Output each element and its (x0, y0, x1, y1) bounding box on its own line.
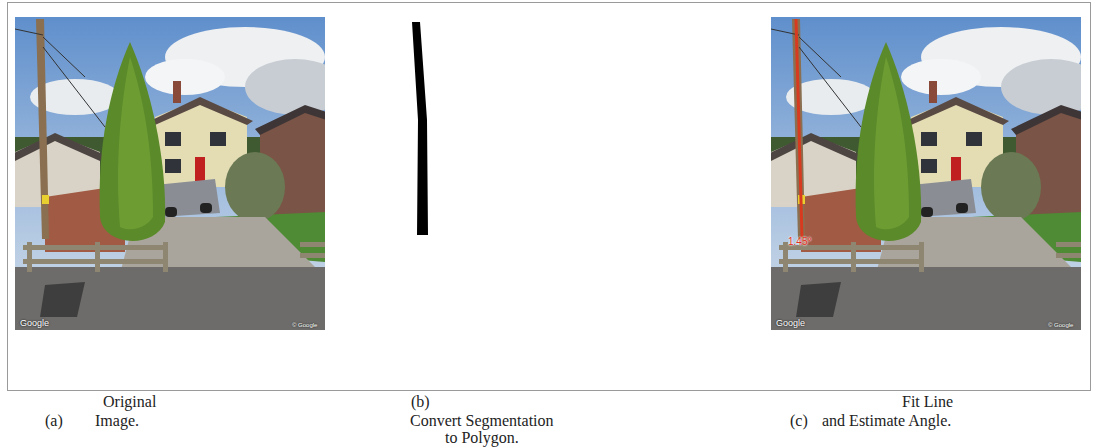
subfigure-tag: (c) (790, 413, 808, 429)
pole-polygon (412, 22, 428, 235)
caption-text: Image. (95, 413, 139, 429)
subfigure-tag: (b) (411, 394, 430, 410)
street-photo (766, 17, 1097, 330)
caption-text: and Estimate Angle. (822, 413, 951, 429)
street-photo (10, 17, 345, 330)
watermark: Google (776, 318, 805, 329)
angle-label: 1.45° (788, 236, 811, 248)
watermark: © Google (1048, 322, 1073, 329)
caption-text: Fit Line (902, 394, 953, 410)
caption-text: Original (103, 394, 156, 410)
caption-text: Convert Segmentation (410, 413, 554, 429)
watermark: Google (20, 318, 49, 329)
subfigure-tag: (a) (45, 413, 63, 429)
caption-text: to Polygon. (445, 430, 519, 446)
fit-line (796, 19, 802, 237)
watermark: © Google (292, 322, 317, 329)
